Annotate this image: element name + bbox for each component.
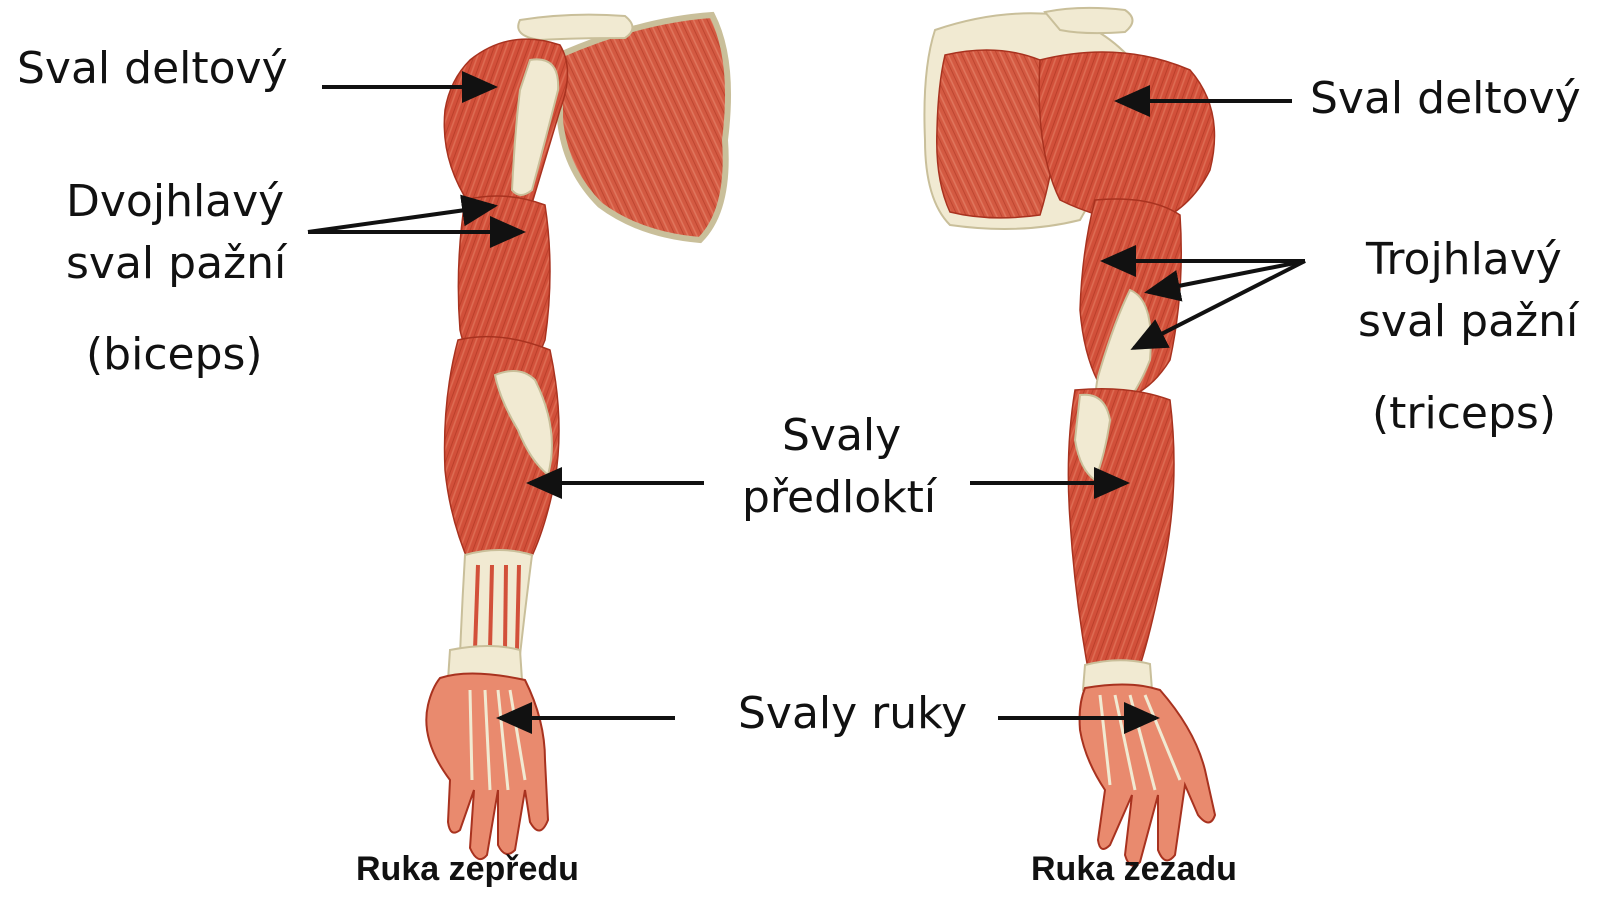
front-wrist-tendons bbox=[460, 550, 532, 660]
arm-front-illustration bbox=[426, 15, 728, 860]
label-forearm-line1: Svaly bbox=[782, 414, 901, 458]
label-triceps-line3: (triceps) bbox=[1372, 392, 1556, 436]
label-triceps-line2: sval pažní bbox=[1358, 300, 1578, 344]
label-hand-muscles: Svaly ruky bbox=[738, 692, 967, 736]
label-biceps-line2: sval pažní bbox=[66, 242, 286, 286]
front-clavicle bbox=[518, 15, 632, 40]
label-biceps-line1: Dvojhlavý bbox=[66, 180, 284, 224]
back-hand bbox=[1080, 684, 1215, 865]
front-hand bbox=[426, 673, 548, 859]
label-back-deltoid: Sval deltový bbox=[1310, 77, 1581, 121]
label-triceps-line1: Trojhlavý bbox=[1366, 238, 1562, 282]
front-scapula-muscle bbox=[560, 15, 728, 240]
label-biceps-line3: (biceps) bbox=[86, 333, 263, 377]
caption-back-view: Ruka zezadu bbox=[1031, 852, 1237, 886]
label-forearm-line2: předloktí bbox=[742, 476, 936, 520]
arm-back-illustration bbox=[924, 8, 1215, 866]
label-front-deltoid: Sval deltový bbox=[17, 47, 288, 91]
caption-front-view: Ruka zepředu bbox=[356, 852, 579, 886]
